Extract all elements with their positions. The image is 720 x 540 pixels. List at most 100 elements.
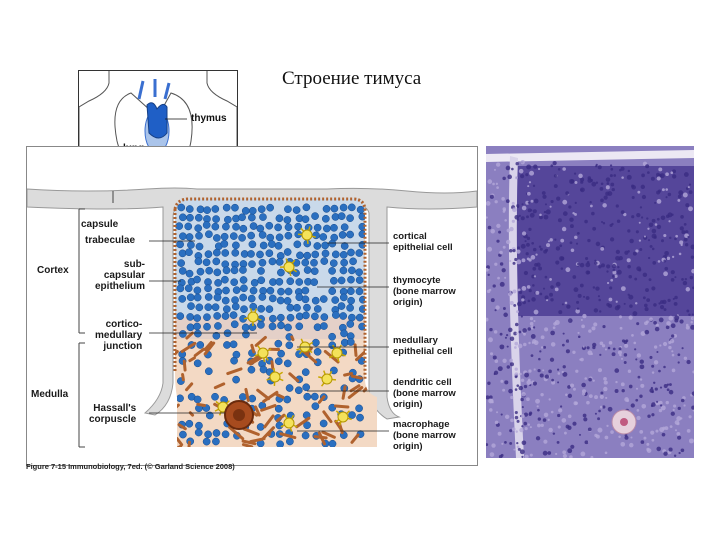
thymocyte-cell (283, 297, 292, 305)
thymocyte-cell (184, 222, 193, 231)
thymocyte-cell (266, 233, 275, 242)
thymocyte-cell (274, 357, 283, 366)
thymocyte-cell (229, 340, 238, 349)
thymocyte-cell (184, 284, 193, 293)
epithelial-process (267, 431, 272, 437)
thymocyte-cell (348, 411, 356, 419)
epithelial-process (341, 385, 347, 400)
thymocyte-cell (222, 266, 231, 275)
capsule-band (486, 150, 694, 162)
thymocyte-cell (214, 322, 222, 330)
thymocyte-cell (328, 403, 337, 412)
cell-speckle (486, 159, 694, 458)
dendritic-cells (214, 226, 352, 432)
thymocyte-cell (238, 213, 246, 222)
label-dendritic-cell: dendritic cell (bone marrow origin) (393, 377, 456, 410)
thymocyte-cell (187, 241, 195, 249)
thymocyte-cell (248, 260, 256, 268)
pointer-lines (149, 240, 389, 432)
thymocyte-cell (230, 278, 239, 287)
epithelial-process (182, 359, 187, 372)
epithelial-process (187, 440, 191, 447)
thymocyte-cell (293, 240, 302, 249)
thymocyte-cell (340, 242, 349, 250)
thymocyte-cell (339, 312, 348, 320)
thymocyte-cell (177, 203, 186, 212)
thymocyte-cell (178, 213, 187, 222)
thymocyte-cell (195, 303, 204, 312)
thymocyte-cell (240, 284, 248, 293)
thymocyte-cell (319, 295, 328, 303)
thymocyte-cell (230, 266, 239, 275)
thymocyte-cell (248, 240, 257, 249)
thymocyte-cell (247, 231, 255, 240)
dendritic-cell (244, 308, 262, 327)
thymocyte-cell (239, 276, 248, 284)
thymocyte-cell (276, 296, 285, 305)
thymocyte-cell (231, 203, 239, 212)
epithelial-process (270, 360, 275, 370)
thymocyte-cell (268, 322, 277, 331)
thymocyte-cell (258, 258, 267, 267)
thymocyte-cell (348, 266, 356, 275)
thymocyte-cell (275, 233, 284, 242)
dendritic-cell (279, 258, 298, 276)
label-cortical-epithelial-cell: cortical epithelial cell (393, 231, 453, 253)
thymocyte-cell (213, 248, 221, 257)
thymocyte-cell (331, 296, 340, 304)
thymocyte-cell (259, 213, 267, 221)
thymocyte-cell (232, 375, 240, 384)
thymocyte-cell (275, 421, 284, 430)
thymocyte-cell (320, 257, 329, 265)
thymocyte-cell (347, 275, 355, 284)
thymocyte-cell (301, 286, 310, 295)
thymocyte-cell (232, 222, 240, 231)
thymocyte-cell (269, 278, 277, 286)
thymocyte-cell (337, 212, 346, 220)
thymocyte-cell (178, 267, 187, 275)
thymocyte-cell (356, 205, 365, 214)
thymocyte-cell (355, 313, 364, 322)
epithelial-process (288, 372, 300, 383)
thymocyte-cell (211, 222, 220, 231)
thymocyte-cell (337, 302, 346, 310)
thymocyte-cell (355, 287, 364, 296)
thymocyte-cell (330, 204, 339, 213)
thymocyte-cell (194, 329, 202, 338)
dendritic-cell (254, 345, 272, 363)
thymocyte-cell (340, 258, 348, 267)
epithelial-process (305, 346, 313, 356)
thymocyte-cell (221, 312, 230, 320)
thymocyte-cell (332, 311, 340, 319)
slide-title: Строение тимуса (282, 68, 422, 89)
thymocyte-cell (303, 421, 311, 430)
epithelial-process (213, 382, 226, 390)
epithelial-process (175, 444, 183, 447)
thymocyte-cell (283, 248, 292, 256)
micrograph-texture (486, 146, 694, 458)
epithelial-process (256, 388, 271, 401)
thymocyte-cell (238, 233, 246, 242)
thymocyte-cell (204, 430, 212, 439)
thymocyte-cell (212, 429, 221, 437)
thymocyte-cell (286, 277, 295, 286)
thymocyte-cell (319, 419, 328, 428)
thymocyte-cell (212, 437, 220, 446)
thymocyte-cell (248, 213, 256, 222)
thymocyte-cell (275, 277, 284, 286)
thymocyte-cell (203, 322, 211, 331)
label-cortex: Cortex (37, 265, 69, 276)
thymocyte-cell (295, 278, 304, 286)
thymocyte-cell (220, 232, 229, 241)
region-brackets (78, 191, 114, 448)
thymocyte-cell (221, 249, 230, 257)
thymocyte-cell (248, 206, 257, 215)
thymocyte-cell (185, 205, 194, 213)
epithelial-process (321, 430, 336, 439)
thymocyte-cell (231, 296, 239, 304)
thymocyte-cell (347, 296, 355, 305)
thymocyte-cell (186, 213, 194, 222)
thymocyte-cell (346, 320, 355, 328)
thymocyte-cell (213, 268, 222, 277)
thymocyte-cell (239, 293, 248, 302)
